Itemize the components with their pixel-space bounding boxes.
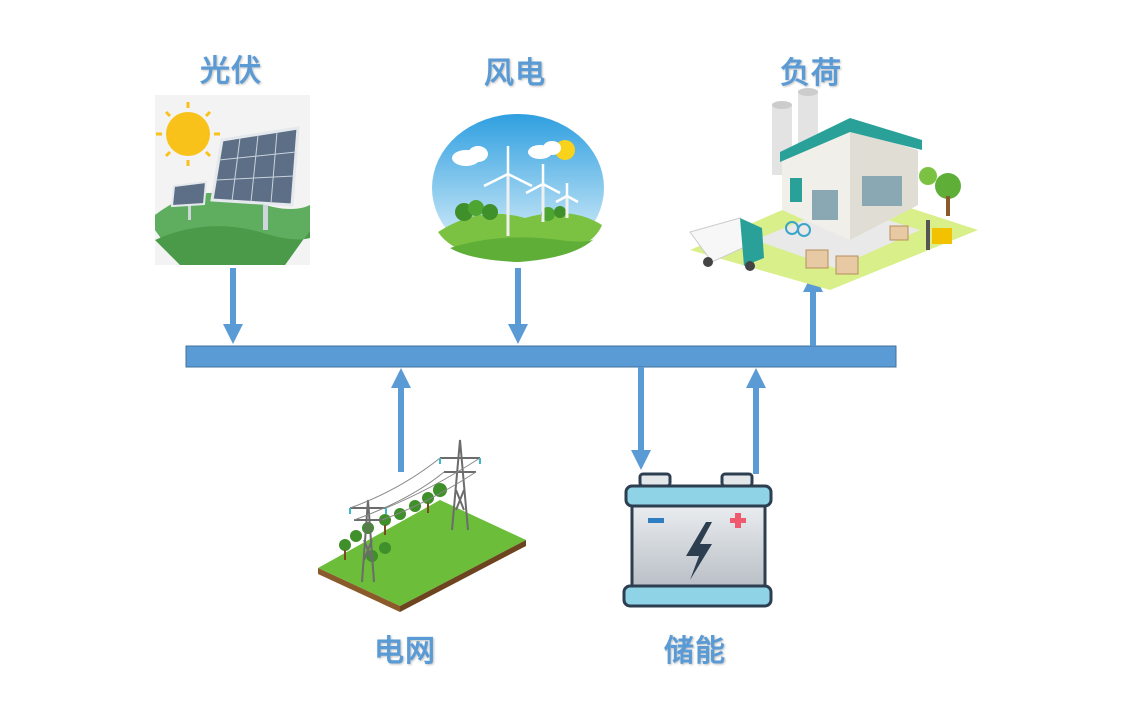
power-bus — [185, 345, 897, 368]
grid-to-bus-arrow — [391, 368, 411, 472]
wind-to-bus-arrow — [508, 268, 528, 344]
wind-turbine-icon — [432, 114, 604, 262]
solar-panel-icon — [155, 95, 310, 265]
pv-label: 光伏 — [200, 54, 262, 89]
power-tower-icon — [318, 439, 526, 612]
battery-icon — [622, 472, 773, 608]
load-label: 负荷 — [780, 56, 842, 91]
storage-label: 储能 — [664, 634, 726, 669]
factory-icon — [689, 88, 978, 290]
grid-label: 电网 — [374, 634, 436, 669]
storage-to-bus-arrow — [746, 368, 766, 474]
pv-to-bus-arrow — [223, 268, 243, 344]
bus-to-storage-arrow — [631, 367, 651, 470]
wind-label: 风电 — [484, 56, 546, 91]
